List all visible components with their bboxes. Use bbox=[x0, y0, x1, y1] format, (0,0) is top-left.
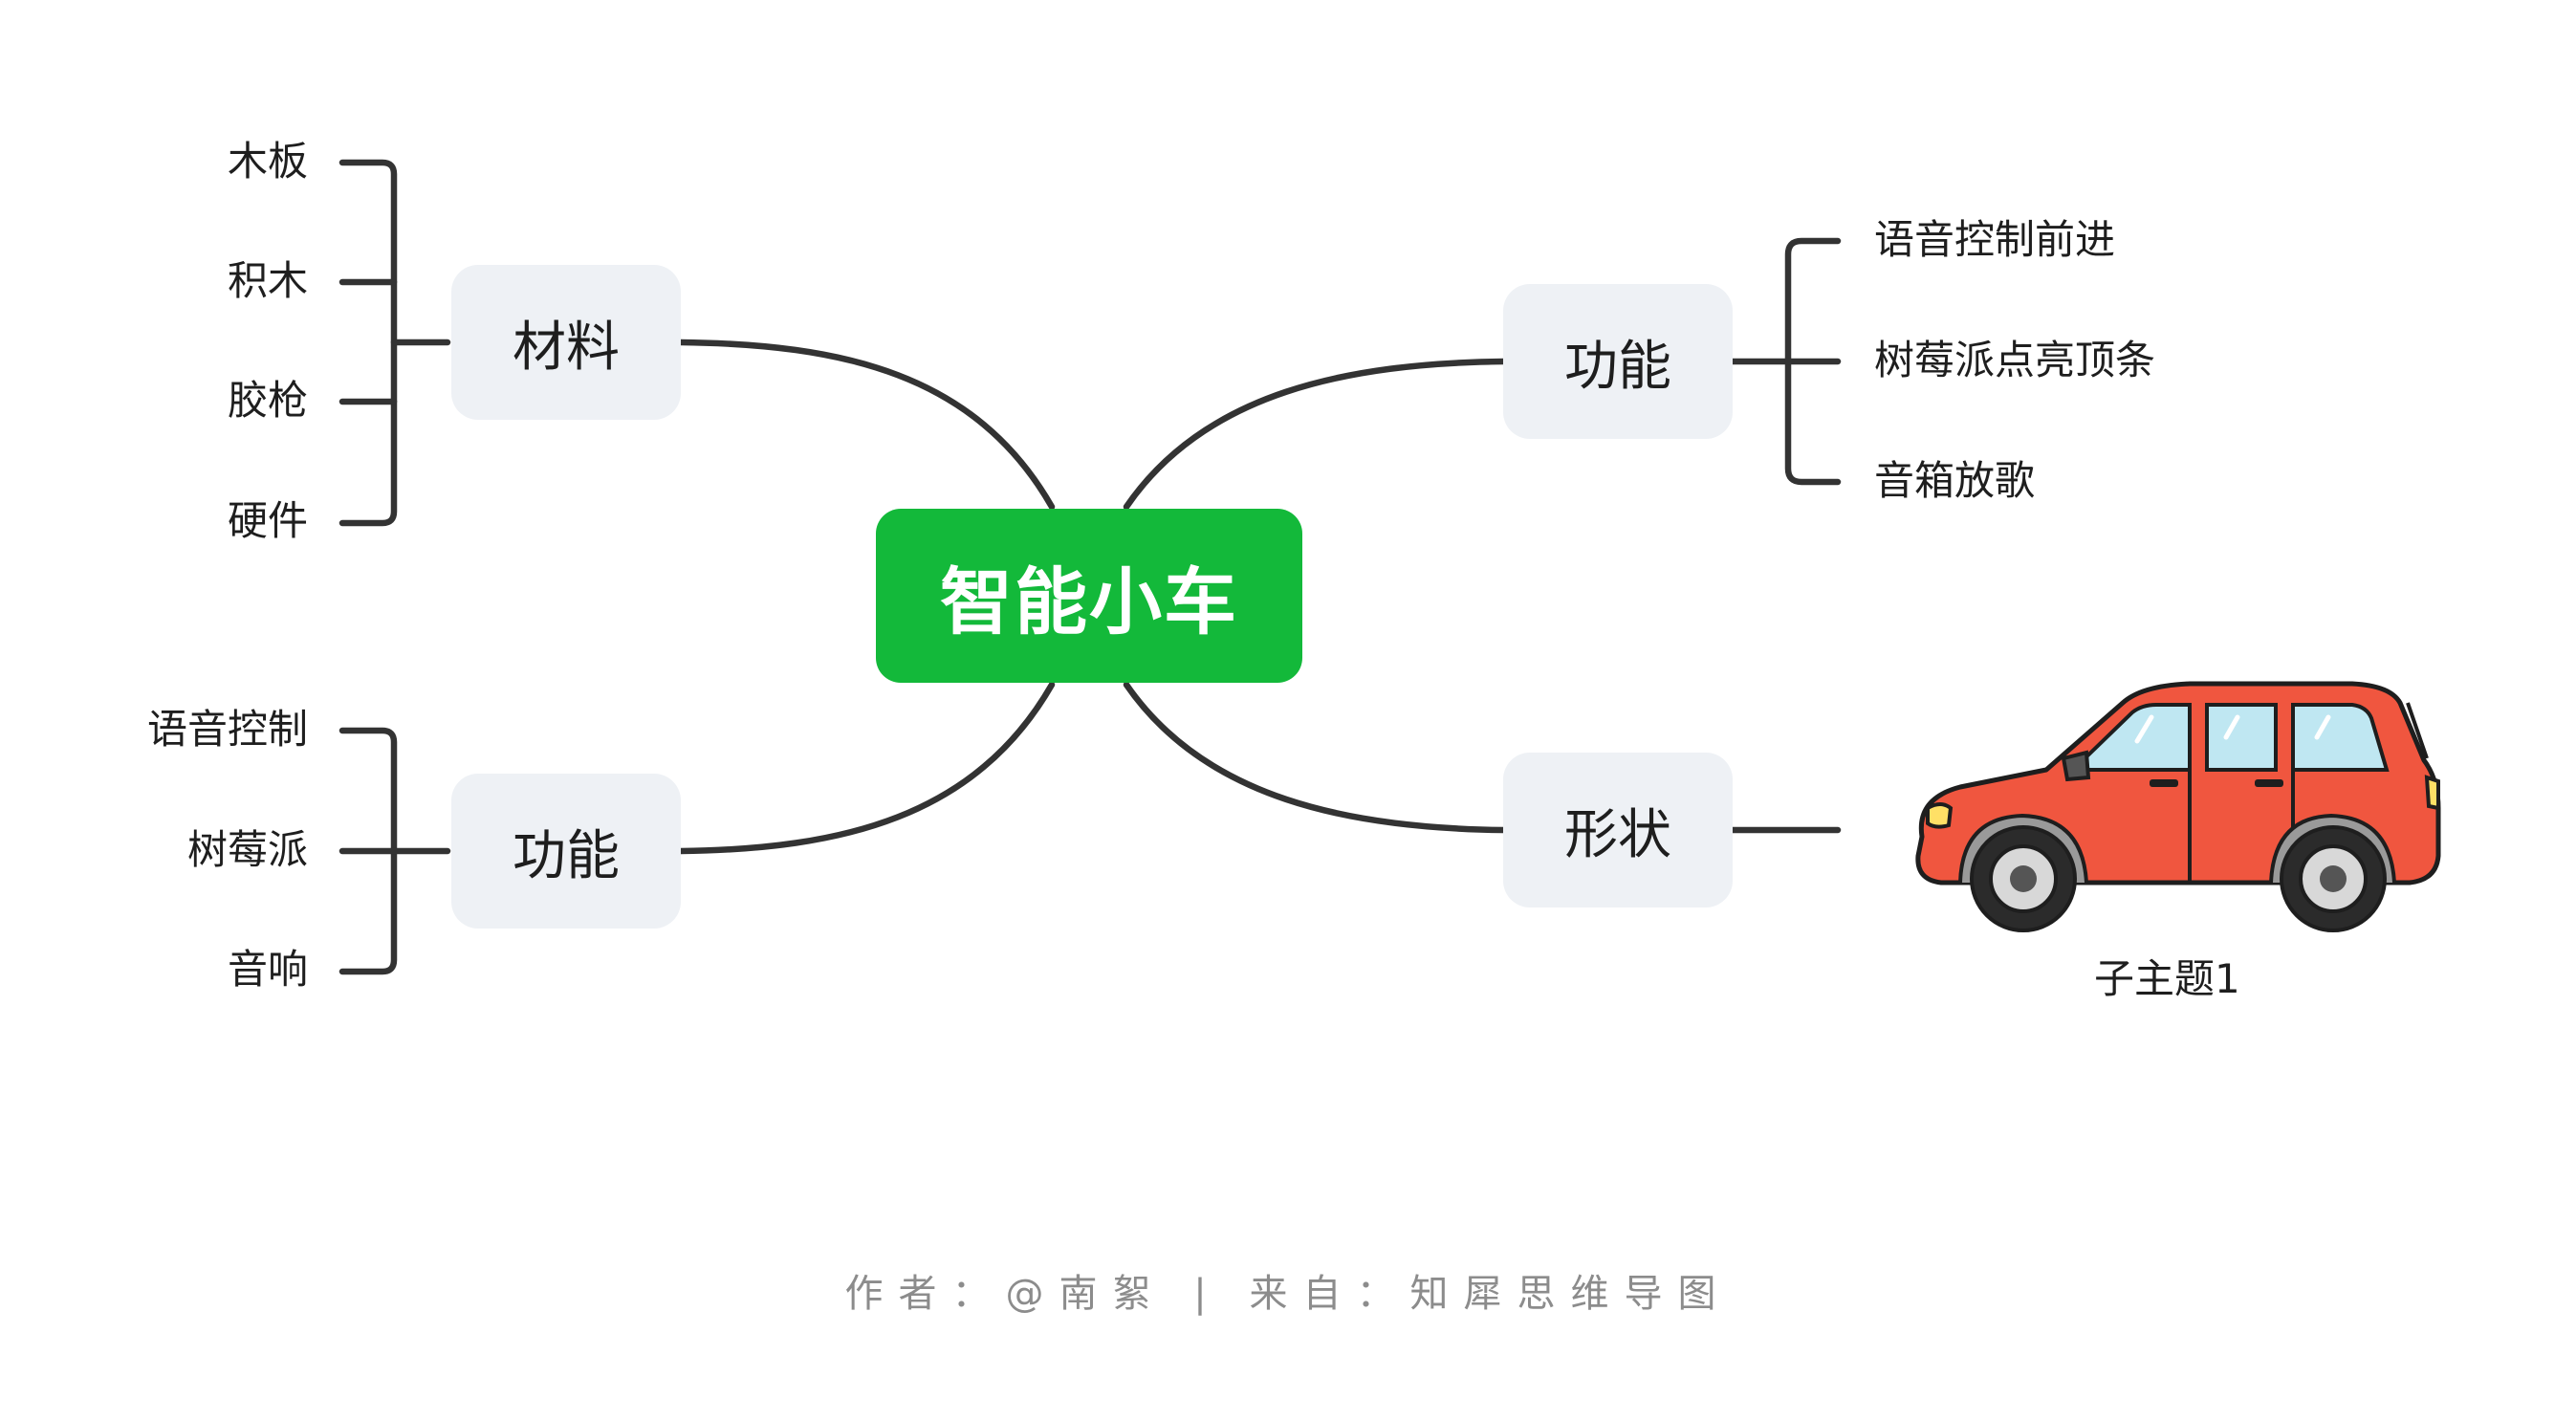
shape-image-caption[interactable]: 子主题1 bbox=[2094, 955, 2240, 1002]
leaf-function-right-play-music[interactable]: 音箱放歌 bbox=[1874, 457, 2036, 504]
branch-materials[interactable]: 材料 bbox=[451, 265, 681, 420]
leaf-materials-hardware[interactable]: 硬件 bbox=[227, 497, 308, 544]
connector-root-materials bbox=[677, 339, 1056, 511]
leaf-materials-wood-board[interactable]: 木板 bbox=[227, 138, 308, 185]
branch-function-right[interactable]: 功能 bbox=[1503, 284, 1733, 439]
branch-function-left[interactable]: 功能 bbox=[451, 774, 681, 929]
connector-root-function-right bbox=[1123, 358, 1507, 511]
branch-shape[interactable]: 形状 bbox=[1503, 753, 1733, 907]
footer-credit: 作者：@南絮 | 来自：知犀思维导图 bbox=[844, 1272, 1732, 1316]
shape-image[interactable] bbox=[1903, 674, 2457, 942]
bracket-materials bbox=[338, 159, 398, 527]
leaf-materials-glue-gun[interactable]: 胶枪 bbox=[227, 377, 308, 424]
leaf-function-left-voice-control[interactable]: 语音控制 bbox=[146, 706, 308, 753]
connector-root-function-left bbox=[677, 681, 1056, 855]
red-car-icon bbox=[1915, 681, 2441, 932]
leaf-function-right-voice-forward[interactable]: 语音控制前进 bbox=[1874, 216, 2116, 263]
leaf-function-right-light-strip[interactable]: 树莓派点亮顶条 bbox=[1874, 337, 2156, 383]
leaf-function-left-raspberry-pi[interactable]: 树莓派 bbox=[186, 826, 308, 873]
leaf-materials-blocks[interactable]: 积木 bbox=[227, 257, 308, 304]
leaf-function-left-speaker[interactable]: 音响 bbox=[227, 946, 308, 993]
connector-root-shape bbox=[1123, 681, 1507, 834]
root-node[interactable]: 智能小车 bbox=[876, 509, 1302, 683]
